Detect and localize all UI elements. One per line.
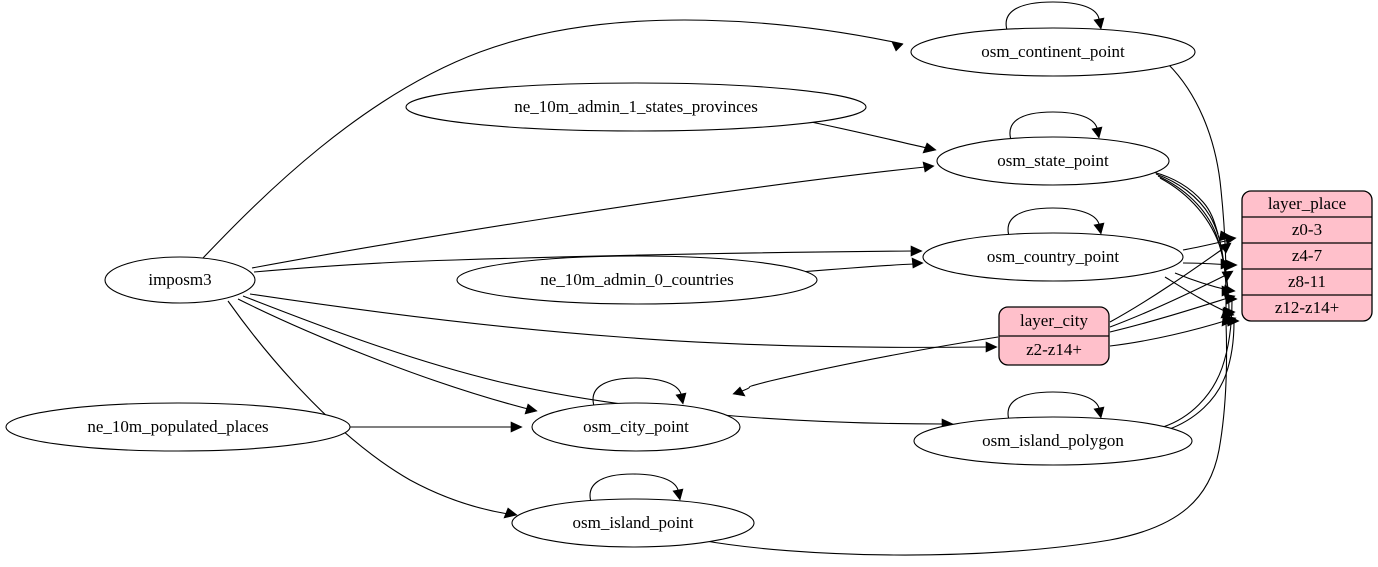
- node-ne_10m_admin_1_states_provinces[interactable]: ne_10m_admin_1_states_provinces: [405, 82, 867, 132]
- node-shape[interactable]: [5, 402, 351, 452]
- node-label-osm-island-polygon: osm_island_polygon: [982, 431, 1124, 450]
- node-label-osm-country-point: osm_country_point: [987, 247, 1119, 266]
- node-shape[interactable]: [104, 256, 256, 304]
- arrowhead: [1224, 233, 1237, 245]
- edge-osm_state_point-to-layer_place-z0: [1152, 171, 1219, 235]
- record-row-z8-11[interactable]: z8-11: [1288, 272, 1326, 291]
- edge-imposm3-to-layer_city: [249, 293, 989, 348]
- node-label-osm-city-point: osm_city_point: [583, 417, 689, 436]
- record-row-z0-3[interactable]: z0-3: [1292, 220, 1322, 239]
- node-shape[interactable]: [405, 82, 867, 132]
- edge-imposm3-to-osm_country_point: [253, 250, 914, 273]
- node-ne_10m_populated_places[interactable]: ne_10m_populated_places: [5, 402, 351, 452]
- node-shape[interactable]: [531, 402, 741, 452]
- edge-layer_city-to-osm_city_point: [741, 336, 999, 392]
- selfloop-osm_country_point: [1007, 207, 1100, 240]
- arrowhead: [732, 386, 746, 397]
- record-background[interactable]: [1241, 190, 1373, 322]
- node-imposm3[interactable]: imposm3: [104, 256, 256, 304]
- node-osm_island_point[interactable]: osm_island_point: [511, 498, 755, 548]
- arrowhead: [672, 488, 684, 501]
- node-label-imposm3: imposm3: [148, 270, 211, 289]
- arrowhead: [1225, 293, 1238, 305]
- arrowhead: [911, 257, 924, 269]
- arrowhead: [922, 161, 935, 173]
- node-label-ne-populated: ne_10m_populated_places: [87, 417, 268, 436]
- node-shape[interactable]: [511, 498, 755, 548]
- arrowhead: [1221, 270, 1234, 282]
- node-shape[interactable]: [456, 255, 818, 305]
- node-shape[interactable]: [936, 136, 1170, 186]
- arrowhead: [891, 41, 904, 52]
- record-row-z2-z14plus[interactable]: z2-z14+: [1026, 340, 1082, 359]
- arrowhead: [922, 142, 937, 154]
- arrowhead: [1091, 126, 1103, 139]
- node-osm_city_point[interactable]: osm_city_point: [531, 402, 741, 452]
- record-layer_place[interactable]: layer_place z0-3 z4-7 z8-11 z12-z14+: [1241, 190, 1373, 322]
- edge-imposm3-to-osm_city_point: [237, 298, 529, 410]
- node-ne_10m_admin_0_countries[interactable]: ne_10m_admin_0_countries: [456, 255, 818, 305]
- selfloop-osm_island_point: [589, 473, 679, 506]
- node-shape[interactable]: [910, 27, 1196, 77]
- edge-osm_island_polygon-to-layer_place-z8: [1162, 299, 1233, 428]
- edge-osm_island_point-to-layer_place-z12: [699, 321, 1228, 556]
- edge-layer_city-to-layer_place-z4: [1109, 274, 1227, 328]
- arrowhead: [910, 245, 923, 257]
- node-layer: imposm3 ne_10m_admin_1_states_provinces …: [5, 27, 1196, 548]
- node-label-ne-states: ne_10m_admin_1_states_provinces: [514, 97, 758, 116]
- edge-osm_state_point-to-layer_place-z12: [1159, 177, 1230, 314]
- selfloop-osm_continent_point: [1005, 1, 1100, 34]
- arrowhead: [675, 392, 687, 405]
- edge-imposm3-to-osm_island_polygon: [242, 295, 945, 425]
- arrowhead: [1093, 222, 1105, 235]
- edge-osm_country_point-to-layer_place-z8: [1174, 272, 1229, 291]
- arrowhead: [1221, 315, 1234, 327]
- selfloop-osm_city_point: [592, 377, 682, 410]
- arrowhead: [524, 403, 538, 415]
- node-osm_state_point[interactable]: osm_state_point: [936, 136, 1170, 186]
- node-shape[interactable]: [913, 416, 1193, 466]
- selfloop-osm_state_point: [1009, 111, 1098, 144]
- edge-layer_city-to-layer_place-z12: [1109, 319, 1229, 347]
- edge-ne_countries-to-osm_country_point: [799, 263, 915, 273]
- edge-ne_states-to-osm_state_point: [810, 121, 928, 149]
- arrowhead: [1225, 259, 1238, 271]
- node-osm_continent_point[interactable]: osm_continent_point: [910, 27, 1196, 77]
- record-layer_city[interactable]: layer_city z2-z14+: [998, 306, 1110, 366]
- arrowhead: [503, 507, 518, 519]
- edge-layer_city-to-layer_place-z8: [1109, 297, 1229, 333]
- node-shape[interactable]: [922, 232, 1184, 282]
- record-row-z12-z14plus[interactable]: z12-z14+: [1275, 298, 1339, 317]
- edge-imposm3-to-osm_island_point: [227, 300, 509, 515]
- node-label-ne-countries: ne_10m_admin_0_countries: [540, 270, 734, 289]
- arrowhead: [985, 341, 998, 353]
- arrowhead: [1222, 284, 1236, 296]
- edge-osm_country_point-to-layer_place-z12: [1164, 276, 1228, 313]
- record-layer: layer_place z0-3 z4-7 z8-11 z12-z14+ lay…: [998, 190, 1373, 366]
- edge-imposm3-to-osm_continent_point: [202, 19, 904, 259]
- edge-layer_city-to-layer_place-z0: [1109, 247, 1225, 323]
- selfloop-osm_island_polygon: [1007, 391, 1100, 424]
- edge-osm_state_point-to-layer_place-z8: [1157, 175, 1227, 293]
- record-header-layer_place: layer_place: [1268, 194, 1346, 213]
- record-header-layer_city: layer_city: [1020, 311, 1088, 330]
- edge-layer: [202, 1, 1240, 556]
- arrowhead: [1219, 242, 1232, 254]
- node-osm_island_polygon[interactable]: osm_island_polygon: [913, 416, 1193, 466]
- edge-imposm3-to-osm_state_point: [251, 166, 926, 269]
- record-row-z4-7[interactable]: z4-7: [1292, 246, 1323, 265]
- arrowhead: [1093, 17, 1105, 30]
- node-osm_country_point[interactable]: osm_country_point: [922, 232, 1184, 282]
- node-label-osm-island-point: osm_island_point: [573, 513, 694, 532]
- arrowhead: [510, 421, 523, 433]
- node-label-osm-continent-point: osm_continent_point: [981, 42, 1125, 61]
- node-label-osm-state-point: osm_state_point: [997, 151, 1109, 170]
- arrowhead: [1093, 406, 1105, 419]
